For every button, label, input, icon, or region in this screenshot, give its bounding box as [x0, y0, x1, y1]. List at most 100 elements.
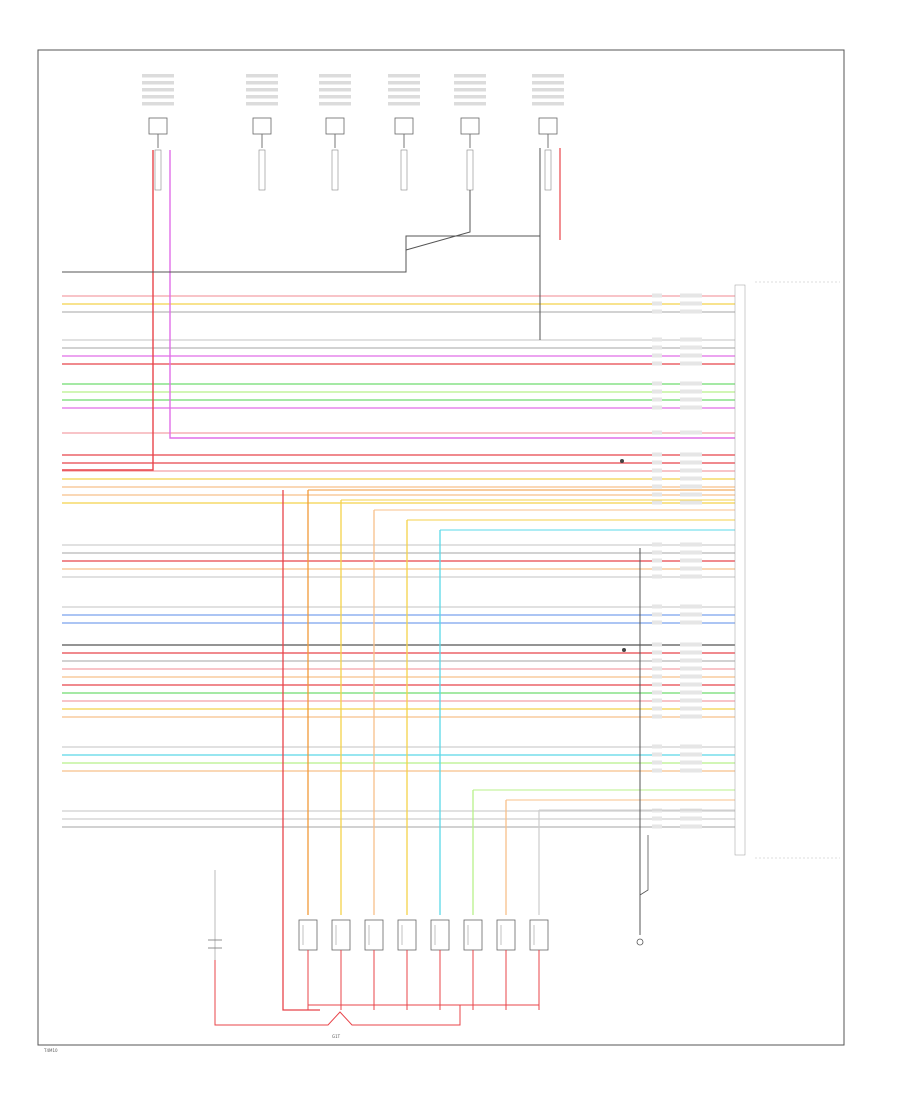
wire-label-mark	[652, 452, 662, 457]
wire-label-mark	[680, 682, 702, 687]
wire-label-mark	[680, 666, 702, 671]
terminal-icon	[466, 149, 474, 191]
component-label-mark	[454, 81, 486, 85]
injector-icon	[430, 919, 450, 951]
wire-label-mark	[652, 824, 662, 829]
component-label-mark	[532, 81, 564, 85]
wire-label-mark	[680, 566, 702, 571]
sensor-branch-wire	[405, 190, 471, 251]
injector-icon	[364, 919, 384, 951]
injector-power-feed	[282, 490, 320, 1011]
component-label-mark	[246, 88, 278, 92]
pcm-ground-branch	[639, 835, 649, 896]
component-label-mark	[319, 74, 351, 78]
terminal-icon	[258, 149, 266, 191]
wire-label-mark	[680, 574, 702, 579]
wire-label-mark	[680, 389, 702, 394]
terminal-icon	[544, 149, 552, 191]
wire-label-mark	[680, 658, 702, 663]
component-label-mark	[532, 74, 564, 78]
wire-label-mark	[652, 744, 662, 749]
wire-label-mark	[652, 492, 662, 497]
terminal-icon	[400, 149, 408, 191]
wire-label-mark	[652, 666, 662, 671]
wire-label-mark	[680, 492, 702, 497]
connector-icon	[394, 117, 414, 135]
ground-label: G1T	[332, 1034, 341, 1039]
wire-label-mark	[652, 682, 662, 687]
component-label-mark	[142, 102, 174, 106]
injector-return-loop	[214, 960, 461, 1026]
component-label-mark	[142, 81, 174, 85]
component-label-mark	[319, 102, 351, 106]
wire-label-mark	[680, 620, 702, 625]
component-label-mark	[532, 102, 564, 106]
wire-label-mark	[652, 381, 662, 386]
wire-label-mark	[680, 309, 702, 314]
splice-dot-icon	[622, 648, 626, 652]
wire-label-mark	[652, 768, 662, 773]
connector-icon	[325, 117, 345, 135]
component-label-mark	[319, 81, 351, 85]
wire-label-mark	[652, 650, 662, 655]
component-label-mark	[388, 102, 420, 106]
wire-label-mark	[680, 460, 702, 465]
wire-label-mark	[652, 574, 662, 579]
wire-label-mark	[680, 752, 702, 757]
wire-label-mark	[652, 760, 662, 765]
wire-label-mark	[680, 690, 702, 695]
wire-label-mark	[680, 706, 702, 711]
wire-label-mark	[680, 542, 702, 547]
main-harness	[62, 293, 735, 829]
component-label-mark	[388, 88, 420, 92]
wire-label-mark	[652, 658, 662, 663]
wire-label-mark	[652, 468, 662, 473]
wire-label-mark	[680, 500, 702, 505]
wire-label-mark	[680, 405, 702, 410]
injector-icon	[496, 919, 516, 951]
component-label-mark	[246, 102, 278, 106]
vertical-wire-magenta	[169, 150, 735, 439]
wire-label-mark	[652, 674, 662, 679]
wire-label-mark	[680, 558, 702, 563]
wire-label-mark	[652, 550, 662, 555]
wire-label-mark	[652, 558, 662, 563]
wire-label-mark	[680, 604, 702, 609]
wire-label-mark	[652, 430, 662, 435]
wire-label-mark	[680, 484, 702, 489]
component-label-mark	[319, 95, 351, 99]
wire-label-mark	[680, 476, 702, 481]
wire-label-mark	[680, 301, 702, 306]
injector-icon	[298, 919, 318, 951]
wire-label-mark	[680, 337, 702, 342]
wire-label-mark	[652, 612, 662, 617]
splice-dot-icon	[620, 459, 624, 463]
wire-label-mark	[652, 706, 662, 711]
wire-label-mark	[680, 345, 702, 350]
wire-label-mark	[680, 816, 702, 821]
component-label-mark	[388, 74, 420, 78]
wire-label-mark	[652, 752, 662, 757]
component-label-mark	[246, 95, 278, 99]
wire-label-mark	[680, 650, 702, 655]
page-code: T4M10	[43, 1048, 58, 1053]
wire-label-mark	[652, 353, 662, 358]
injector-icon	[397, 919, 417, 951]
switch-component	[208, 870, 222, 960]
connector-icon	[148, 117, 168, 135]
connector-icon	[538, 117, 558, 135]
wire-label-mark	[652, 301, 662, 306]
component-label-mark	[454, 88, 486, 92]
wire-label-mark	[680, 452, 702, 457]
wire-label-mark	[652, 345, 662, 350]
component-label-mark	[454, 95, 486, 99]
component-label-mark	[454, 74, 486, 78]
wire-label-mark	[652, 405, 662, 410]
wire-label-mark	[680, 468, 702, 473]
wire-label-mark	[680, 714, 702, 719]
wire-label-mark	[652, 293, 662, 298]
wire-label-mark	[652, 566, 662, 571]
wire-label-mark	[652, 397, 662, 402]
injector-icon	[529, 919, 549, 951]
